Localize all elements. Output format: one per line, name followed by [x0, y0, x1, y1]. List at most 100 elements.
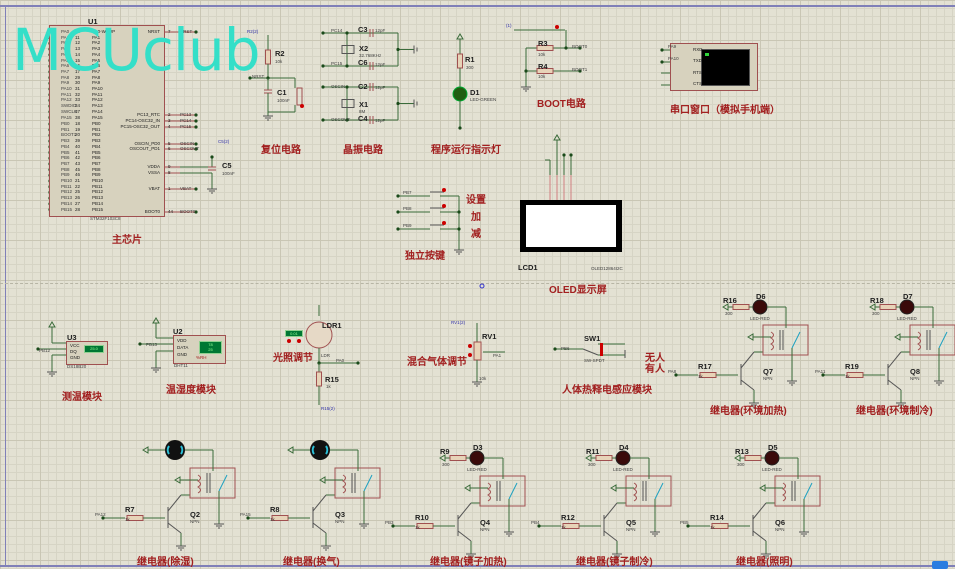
x1-ref: X1: [359, 100, 369, 109]
oled-display[interactable]: [520, 200, 622, 252]
mcu-left-pin-num: 28: [75, 206, 81, 212]
led-resistor-ref: R18: [870, 296, 884, 305]
c6-ref: C6: [358, 58, 368, 67]
base-resistor-value: 1k: [415, 525, 420, 530]
mcu-left-pin-name: PA0-WKUP: [92, 29, 116, 34]
mcu-left-pin-name: PB8: [92, 166, 101, 172]
mcu-left-pin-name: PB6: [92, 155, 101, 161]
led-resistor-ref: R11: [586, 447, 600, 456]
mcu-u1[interactable]: [49, 25, 165, 217]
boot-probe: (1): [506, 23, 512, 28]
mcu-ref: U1: [88, 17, 98, 26]
transistor: [312, 522, 327, 534]
key-net-pb7: PB7: [403, 190, 412, 195]
junction-dot: [569, 153, 573, 157]
mcu-left-pin-num: 15: [75, 57, 81, 63]
reset-probe: R2(2): [247, 29, 259, 34]
junction-dot: [246, 516, 250, 520]
c4-ref: C4: [358, 114, 368, 123]
boot-title: BOOT电路: [537, 99, 586, 110]
junction-dot: [553, 347, 557, 351]
relay-contact: [791, 331, 801, 349]
section-divider: [0, 283, 955, 285]
mcu-right-net: VBAT: [180, 186, 192, 191]
mcu-left-net: PB3: [61, 138, 70, 144]
net-oscout: OSCOUT: [331, 117, 351, 122]
relay-input-net: PA12: [95, 512, 106, 517]
r15-probe: R15(2): [321, 406, 335, 411]
dht11-temperature: 25: [208, 347, 213, 352]
junction-dot: [194, 113, 198, 117]
resistor: [744, 455, 762, 461]
junction-dot: [396, 227, 400, 231]
resistor: [536, 45, 554, 51]
pushbutton: [296, 87, 303, 106]
key-net-pb8: PB8: [403, 206, 412, 211]
mcu-left-net: PA7: [61, 68, 70, 74]
base-resistor-value: 1k: [698, 374, 703, 379]
sheet-border-left: [5, 5, 6, 565]
mcu-right-pin-num: 6: [168, 146, 171, 151]
junction-dot: [396, 47, 400, 52]
led-green: [452, 86, 468, 102]
base-resistor-ref: R14: [710, 513, 724, 522]
c5-ref: C5: [222, 161, 232, 170]
mcu-right-pin-name: BOOT0: [144, 209, 160, 214]
led-red: [752, 299, 768, 315]
transistor: [603, 502, 618, 520]
led-value: LED-RED: [762, 467, 782, 472]
pot-dot: [468, 344, 472, 348]
mcu-left-net: PB6: [61, 155, 70, 161]
power-arrow: [610, 484, 617, 492]
virtual-terminal[interactable]: [670, 43, 758, 91]
uart-pin-rxd: RXD: [693, 47, 703, 52]
mcu-left-pin-name: PB5: [92, 149, 101, 155]
junction-dot: [345, 64, 349, 68]
led-red: [469, 450, 485, 466]
junction-dot: [660, 60, 664, 64]
rv1-value: 10k: [479, 376, 487, 381]
r1-ref: R1: [465, 55, 475, 64]
base-resistor-value: 1k: [710, 525, 715, 530]
relay: [334, 467, 381, 499]
c5-probe: C5(2): [218, 139, 230, 144]
ldr-dot: [287, 339, 291, 343]
net-boot0: BOOT0: [572, 44, 588, 49]
led-resistor-value: 300: [872, 311, 880, 316]
led-ref: D7: [903, 292, 913, 301]
mcu-left-pin-name: PA13: [92, 103, 103, 109]
transistor: [887, 351, 902, 369]
u3-pin-vcc: VCC: [70, 343, 80, 348]
mcu-left-pin-name: PA2: [92, 40, 101, 46]
junction-dot: [194, 147, 198, 151]
r4-ref: R4: [538, 62, 548, 71]
button-indicator: [442, 221, 446, 225]
rv1-probe: RV1(2): [451, 320, 466, 325]
mcu-right-pin-name: NRST: [147, 29, 160, 34]
junction-dot: [345, 118, 349, 122]
mcu-left-pin-name: PB0: [92, 121, 101, 126]
mcu-right-net: BOOT0: [180, 209, 196, 214]
r4-value: 10k: [538, 74, 546, 79]
mcu-left-net: PB15: [61, 206, 73, 212]
resistor: [536, 68, 554, 74]
relay-title: 继电器(除湿): [137, 557, 194, 568]
relay: [762, 324, 809, 356]
mcu-left-net: SWCLK: [61, 108, 78, 114]
led-value: LED-RED: [897, 316, 917, 321]
ldr-net: PA0: [336, 358, 345, 363]
junction-dot: [396, 194, 400, 198]
junction-dot: [101, 516, 105, 520]
status-tray-icon[interactable]: [932, 561, 948, 569]
junction-dot: [321, 85, 325, 89]
uart-title: 串口窗口（模拟手机端）: [670, 105, 780, 116]
sw1-part: SW-SPDT: [584, 358, 605, 363]
ldr-dot: [297, 339, 301, 343]
mcu-left-net: PA10: [61, 86, 72, 91]
mcu-left-net: PA12: [61, 97, 72, 103]
base-resistor-ref: R12: [561, 513, 575, 522]
uart-pin-cts: CTS: [693, 81, 702, 86]
dht11-title: 温湿度模块: [166, 385, 216, 396]
oled-part: OLED12864I2C: [591, 266, 623, 271]
junction-dot: [345, 31, 349, 35]
